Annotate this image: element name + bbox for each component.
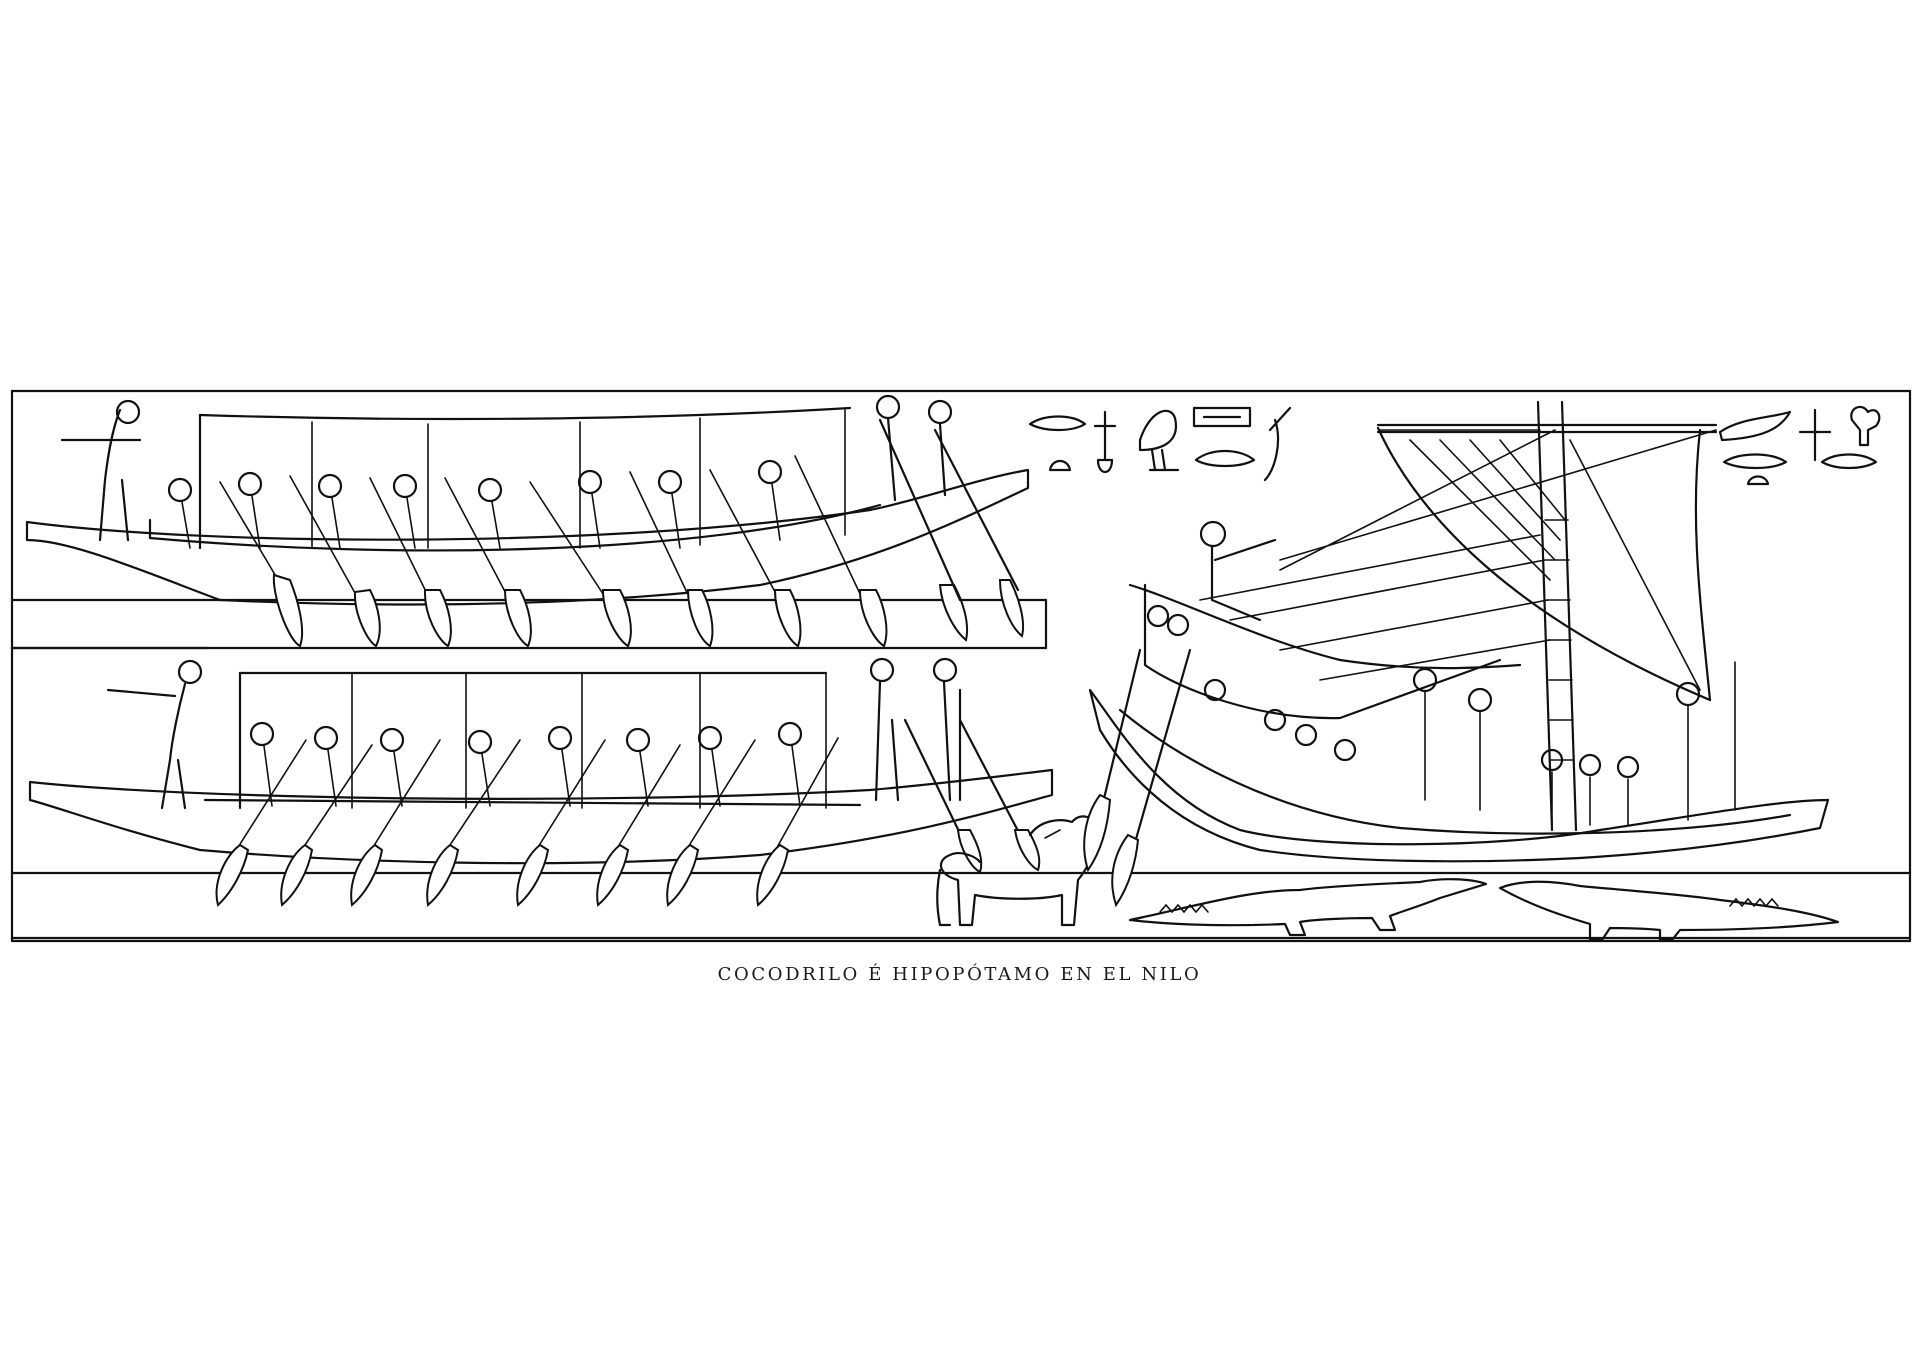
lower-rowing-boat <box>28 657 1054 907</box>
lower-water-band <box>10 871 1912 940</box>
sailing-boat <box>1083 400 1830 908</box>
hippopotamus <box>936 815 1100 927</box>
illustration-caption: COCODRILO É HIPOPÓTAMO EN EL NILO <box>717 964 1202 985</box>
hieroglyphs-left <box>1028 406 1292 482</box>
crocodile-right <box>1498 880 1840 942</box>
hieroglyphs-right <box>1718 405 1881 486</box>
upper-rowing-boat <box>25 394 1030 648</box>
upper-water-band <box>10 598 1048 650</box>
crocodile-left <box>1128 878 1488 937</box>
